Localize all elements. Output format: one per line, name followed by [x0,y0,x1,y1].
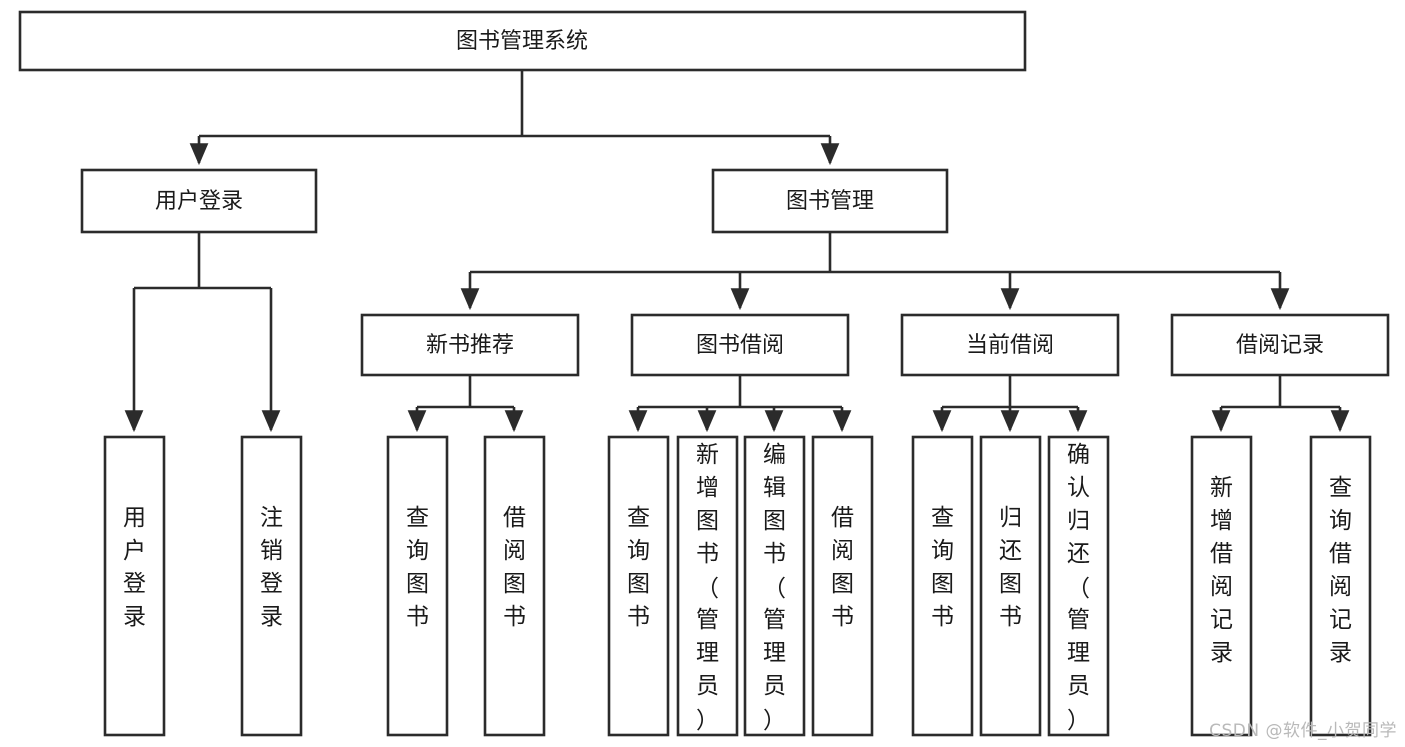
leaf-new-book-query-label: 查询图书 [406,505,429,630]
leaf-user-login-logout-label: 注销登录 [260,505,283,630]
node-current-borrow-label: 当前借阅 [966,333,1054,358]
leaf-current-confirm-return-label: 确认归还（管理员） [1067,442,1090,734]
node-book-management[interactable]: 图书管理 [711,168,949,234]
leaf-record-add[interactable]: 新增借阅记录 [1190,435,1253,737]
node-book-borrow-label: 图书借阅 [696,333,784,358]
edges-root-to-level2 [189,70,840,166]
node-book-borrow[interactable]: 图书借阅 [630,313,850,377]
leaf-user-login-login-label: 用户登录 [123,505,146,630]
leaf-record-add-label: 新增借阅记录 [1210,475,1233,666]
leaf-current-query-book[interactable]: 查询图书 [911,435,974,737]
leaf-new-book-borrow-label: 借阅图书 [503,505,526,630]
edges-book-borrow-to-leaves [628,375,852,433]
leaf-borrow-edit-book-label: 编辑图书（管理员） [763,442,786,734]
leaf-borrow-borrow-book[interactable]: 借阅图书 [811,435,874,737]
leaf-borrow-add-book-label: 新增图书（管理员） [696,442,719,734]
leaf-borrow-edit-book[interactable]: 编辑图书（管理员） [743,435,806,737]
leaf-borrow-borrow-book-label: 借阅图书 [831,505,854,630]
leaf-borrow-query-book-label: 查询图书 [627,505,650,630]
node-book-management-label: 图书管理 [786,189,874,214]
edges-new-book-to-leaves [407,375,524,433]
leaf-record-query[interactable]: 查询借阅记录 [1309,435,1372,737]
node-borrow-record[interactable]: 借阅记录 [1170,313,1390,377]
leaf-borrow-query-book[interactable]: 查询图书 [607,435,670,737]
node-new-book-recommend-label: 新书推荐 [426,333,514,358]
leaf-user-login-logout[interactable]: 注销登录 [240,435,303,737]
leaf-current-return-book[interactable]: 归还图书 [979,435,1042,737]
node-borrow-record-label: 借阅记录 [1236,333,1324,358]
node-root-system-label: 图书管理系统 [456,29,588,54]
node-user-login-label: 用户登录 [155,189,243,214]
edges-book-mgmt-to-level3 [460,232,1290,311]
edges-borrow-record-to-leaves [1211,375,1350,433]
node-current-borrow[interactable]: 当前借阅 [900,313,1120,377]
leaf-current-confirm-return[interactable]: 确认归还（管理员） [1047,435,1110,737]
leaf-record-query-label: 查询借阅记录 [1329,475,1352,666]
edges-user-login-to-leaves [124,232,281,433]
edges-current-borrow-to-leaves [932,375,1088,433]
leaf-user-login-login[interactable]: 用户登录 [103,435,166,737]
leaf-current-query-book-label: 查询图书 [931,505,954,630]
node-user-login[interactable]: 用户登录 [80,168,318,234]
node-new-book-recommend[interactable]: 新书推荐 [360,313,580,377]
csdn-watermark: CSDN @软件_小贺同学 [1209,721,1397,741]
node-root-system[interactable]: 图书管理系统 [18,10,1027,72]
leaf-new-book-borrow[interactable]: 借阅图书 [483,435,546,737]
leaf-borrow-add-book[interactable]: 新增图书（管理员） [676,435,739,737]
leaf-new-book-query[interactable]: 查询图书 [386,435,449,737]
leaf-current-return-book-label: 归还图书 [999,505,1022,630]
